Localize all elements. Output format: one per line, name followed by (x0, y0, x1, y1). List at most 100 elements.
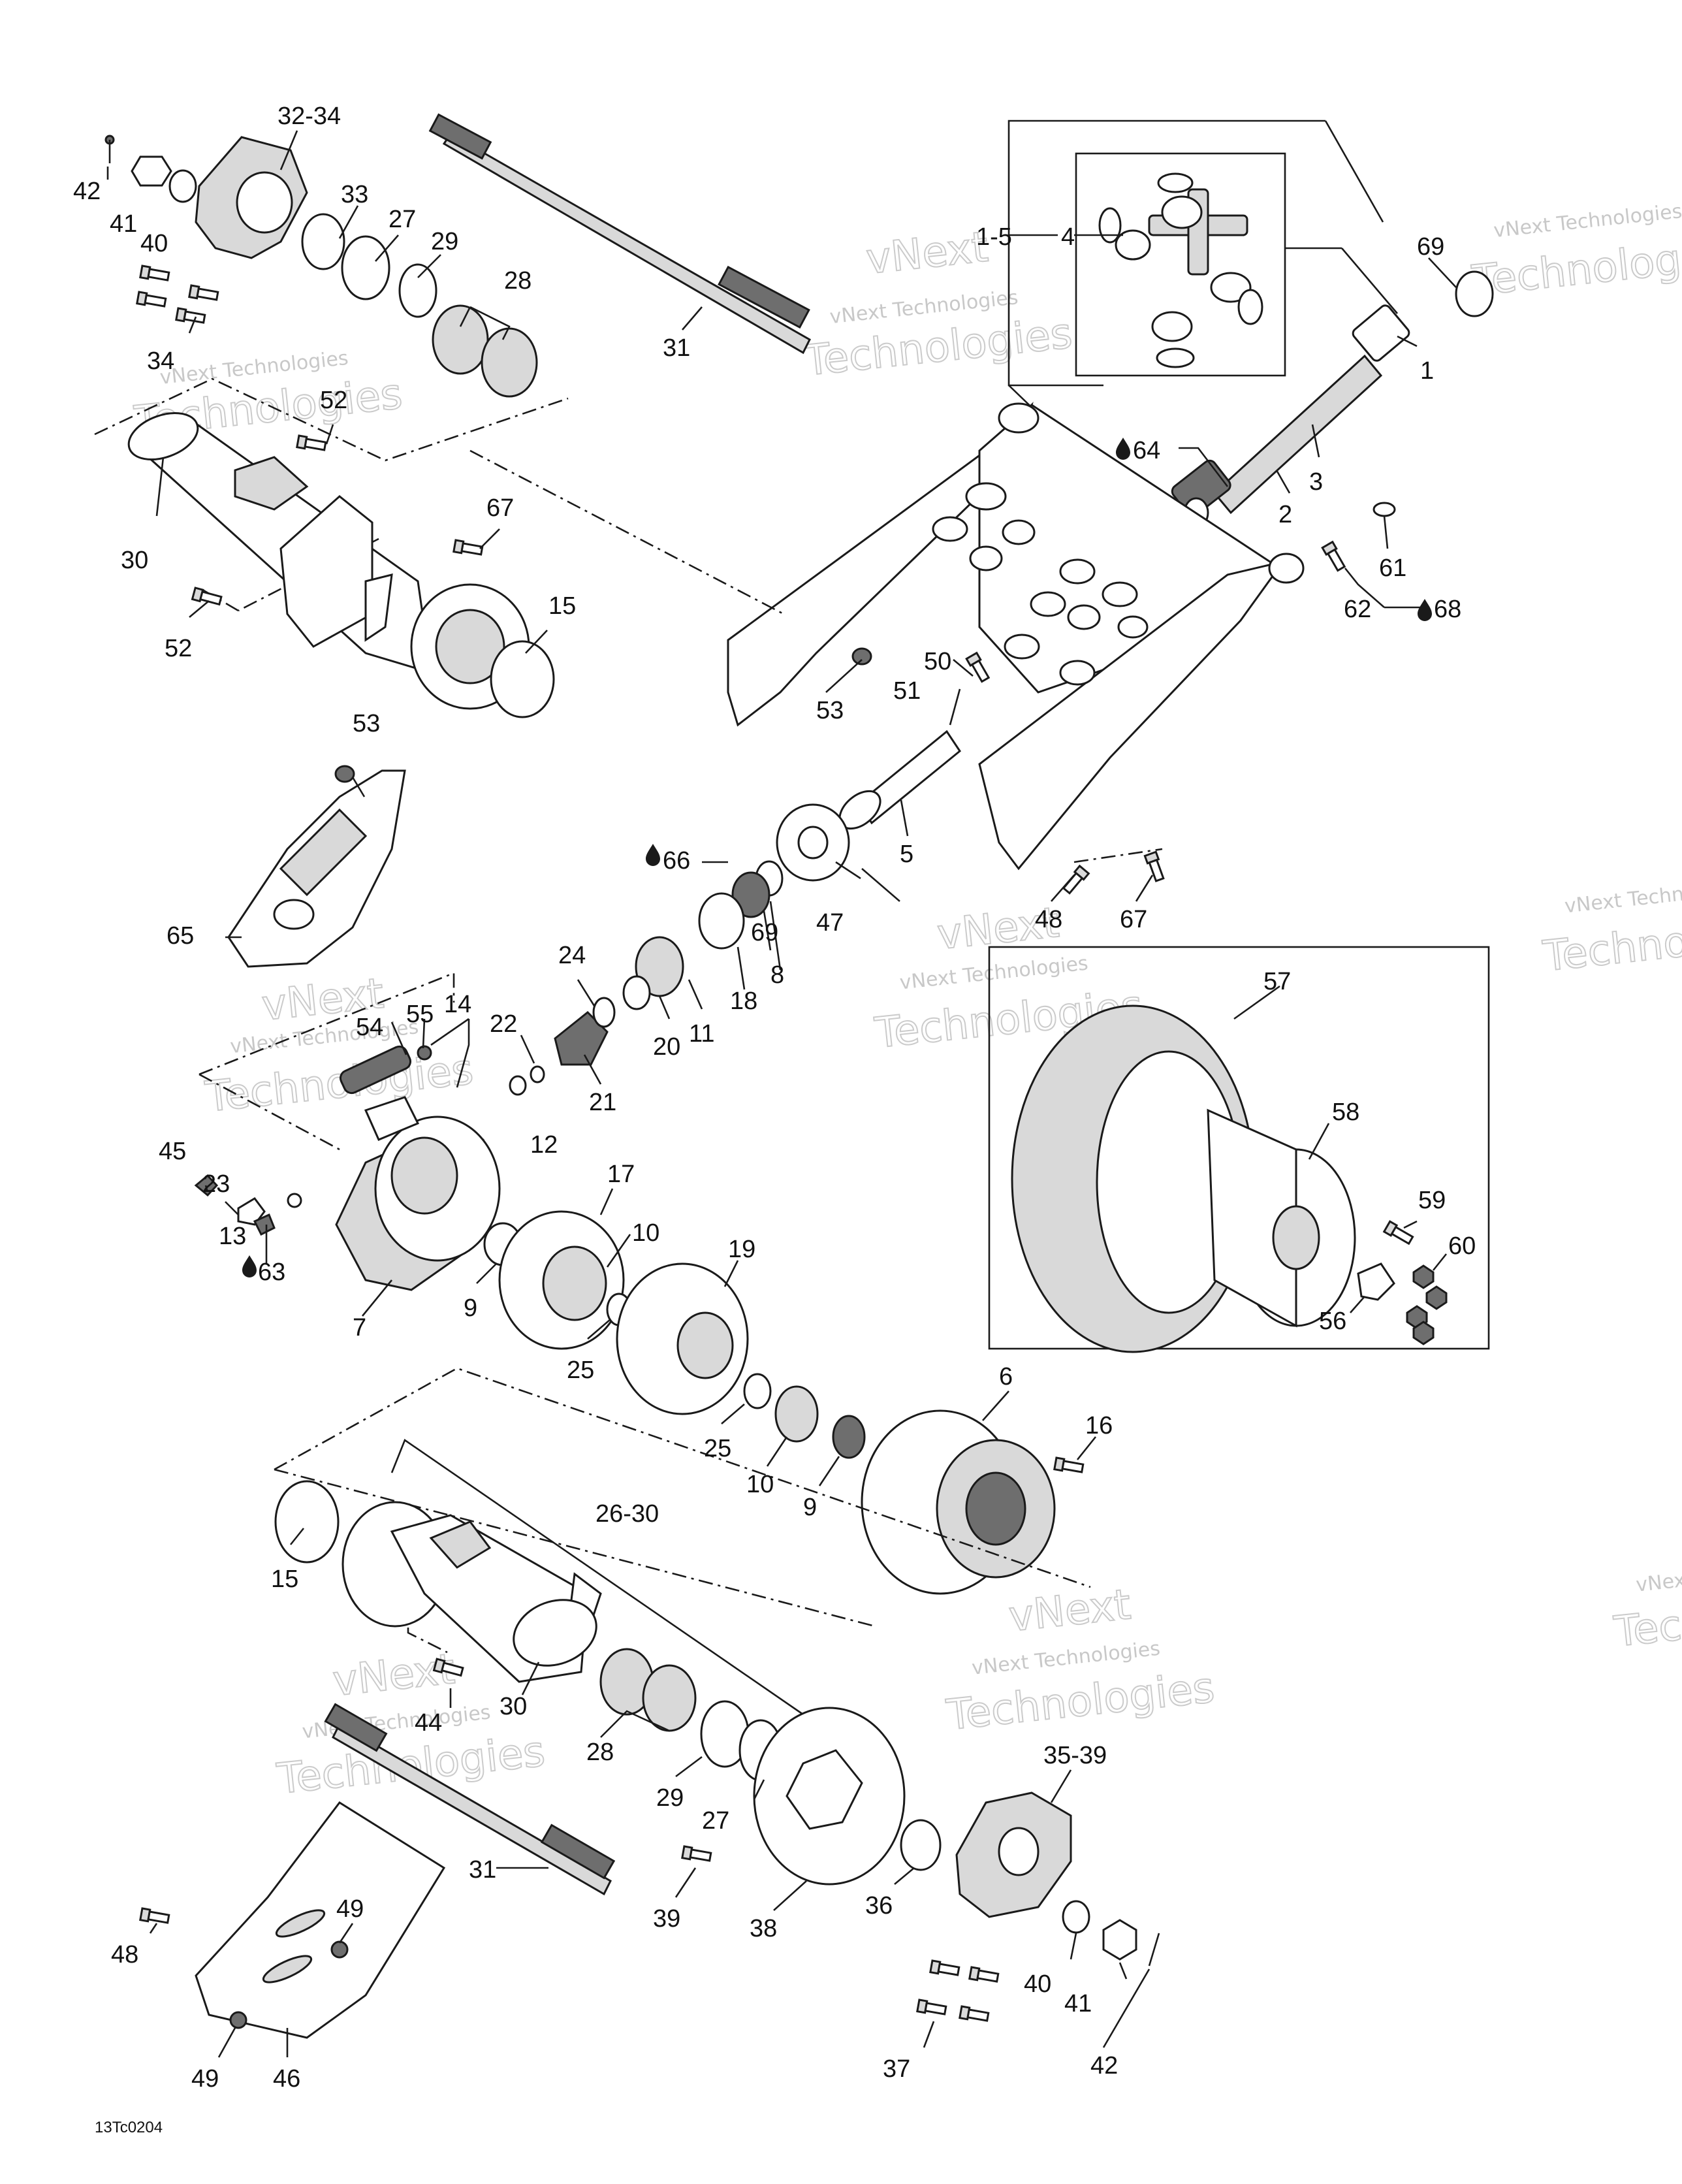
callout-9: 9 (464, 1294, 477, 1322)
housing-end (513, 1599, 597, 1667)
callout-54: 54 (356, 1014, 383, 1041)
rim-center (1272, 1205, 1320, 1270)
rim-barrel (1207, 1108, 1297, 1328)
callout-15: 15 (548, 592, 576, 620)
bolt (681, 1845, 712, 1864)
bolt (452, 539, 484, 558)
lubricant-drop-icon (242, 1255, 257, 1277)
washer (900, 1819, 942, 1871)
callout-27: 27 (389, 206, 416, 233)
hub-bore (236, 171, 293, 234)
snap-ring (1157, 172, 1194, 193)
callout-67: 67 (1120, 906, 1147, 933)
callout-40: 40 (1024, 1970, 1051, 1998)
callout-25: 25 (704, 1435, 731, 1462)
bearing-race (698, 892, 745, 950)
shim (622, 975, 651, 1010)
castle-nut (131, 155, 172, 187)
callout-11: 11 (689, 1020, 714, 1048)
callout-49: 49 (336, 1895, 364, 1923)
callout-64: 64 (1133, 437, 1160, 464)
kit-frame-4 (1075, 152, 1286, 377)
callout-31: 31 (663, 334, 690, 362)
caliper-bracket (234, 456, 309, 511)
group-outline (198, 972, 455, 1076)
oil-seal (832, 1415, 866, 1459)
watermark-text: vNext (864, 223, 991, 284)
callout-3: 3 (1309, 468, 1323, 496)
callout-37: 37 (883, 2055, 910, 2083)
callout-61: 61 (1379, 554, 1406, 582)
seal-bore (797, 826, 829, 859)
ring-gear-hub (676, 1311, 734, 1379)
axle-splines (718, 265, 810, 329)
seal (731, 871, 770, 918)
pinion-gear (554, 1010, 609, 1066)
callout-51: 51 (893, 677, 921, 705)
washer (341, 235, 390, 300)
callout-23: 23 (202, 1170, 230, 1198)
castle-nut (1102, 1919, 1137, 1961)
housing-bore (435, 609, 505, 684)
nut (330, 1940, 349, 1959)
mount-tab (364, 573, 393, 642)
nut (851, 647, 872, 666)
snap-ring (1156, 347, 1195, 368)
callout-10: 10 (632, 1219, 659, 1247)
washer (1062, 1900, 1090, 1934)
bearing-cap (1115, 229, 1151, 261)
callout-40: 40 (140, 230, 168, 257)
callout-22: 22 (490, 1010, 517, 1038)
lubricant-drop-icon (1418, 599, 1432, 621)
callout-56: 56 (1319, 1308, 1346, 1335)
cover-bore (965, 1471, 1026, 1546)
upper-axle-housing (127, 412, 555, 718)
lug-nut (1412, 1321, 1435, 1345)
lubricant-drop-icon (646, 844, 660, 866)
callout-13: 13 (219, 1223, 246, 1250)
bolt (191, 586, 223, 607)
bolt (1321, 541, 1348, 573)
housing-bore (390, 1136, 458, 1215)
callout-7: 7 (353, 1314, 366, 1341)
callout-5: 5 (900, 841, 913, 868)
axle-splines (540, 1823, 616, 1880)
callout-19: 19 (728, 1236, 755, 1263)
callout-66: 66 (663, 847, 690, 875)
bolt (965, 652, 992, 684)
watermark-text: vNext Technologies (1564, 875, 1682, 918)
callout-36: 36 (865, 1892, 893, 1919)
watermark-text: vNext (1007, 1581, 1134, 1641)
wheel-stud (139, 265, 170, 283)
callout-35-39: 35-39 (1043, 1742, 1107, 1769)
callout-28: 28 (504, 267, 532, 295)
snap-ring (1237, 289, 1263, 325)
axle-splines (324, 1703, 388, 1752)
callout-42: 42 (1090, 2052, 1118, 2080)
callout-28: 28 (586, 1739, 614, 1766)
wheel-assembly-frame (988, 946, 1490, 1350)
callout-17: 17 (607, 1161, 635, 1188)
final-drive-internals (509, 730, 962, 1096)
callout-25: 25 (567, 1357, 594, 1384)
callout-47: 47 (816, 909, 844, 937)
wheel-assembly (1011, 1004, 1448, 1353)
callout-53: 53 (353, 710, 380, 737)
caliper-bracket (429, 1520, 492, 1569)
snap-ring (1098, 207, 1122, 244)
pivot-boss (1268, 553, 1305, 584)
bolt (1053, 1456, 1085, 1475)
lower-axle-shaft (324, 1703, 616, 1896)
callout-4: 4 (1061, 223, 1075, 251)
bearing-cap (1151, 311, 1193, 342)
callout-62: 62 (1344, 596, 1371, 623)
o-ring (274, 1480, 340, 1564)
bearing (642, 1664, 697, 1732)
watermark-text: vNext Technologies (898, 952, 1089, 994)
callout-69: 69 (751, 919, 778, 946)
wheel-stud (175, 307, 206, 326)
wheel-stud (968, 1966, 1000, 1985)
callout-63: 63 (258, 1259, 285, 1286)
breather-tube (339, 1045, 412, 1095)
bearing-seal (301, 213, 345, 270)
